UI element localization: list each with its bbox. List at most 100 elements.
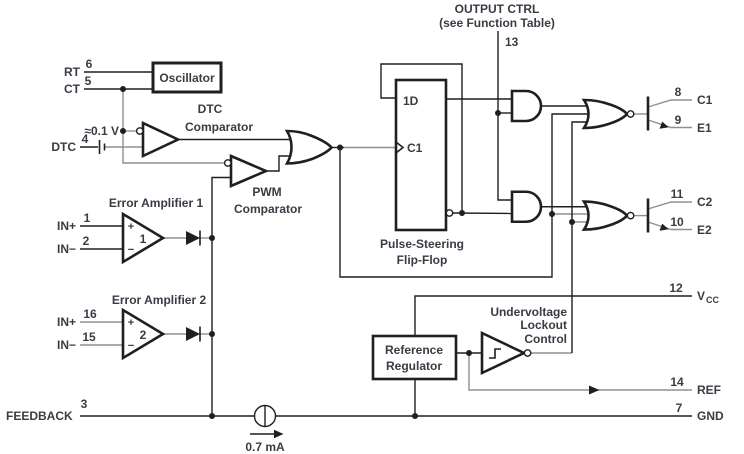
oscillator-box (151, 61, 223, 94)
error-amp1-triangle (121, 211, 166, 265)
labels: RT 6 CT 5 ≈0.1 V DTC 4 IN+ 1 IN− 2 IN+ 1… (6, 2, 724, 454)
sawtooth-wire (122, 89, 224, 164)
emitter-arrow-icon (659, 121, 669, 129)
ff-feedback-loop (380, 63, 463, 213)
schmitt-trigger-icon (489, 348, 501, 359)
t2-emitter-wire (647, 221, 692, 231)
pin-c2-number: 11 (671, 187, 684, 201)
gray-wires (80, 89, 692, 391)
pin-c2-label: C2 (697, 195, 713, 209)
battery-offset-icon (98, 140, 106, 154)
error-amp1-title: Error Amplifier 1 (109, 196, 204, 210)
flip-flop-title2: Flip-Flop (397, 253, 448, 267)
junction-dot (209, 413, 215, 419)
output-ctrl-title1: OUTPUT CTRL (455, 2, 540, 16)
pin-in1plus-number: 1 (84, 211, 91, 225)
junction-dot (120, 86, 126, 92)
current-source (250, 404, 284, 439)
junction-dot (209, 331, 215, 337)
pin-feedback-label: FEEDBACK (6, 409, 73, 423)
pin-in1minus-label: IN− (57, 242, 76, 256)
pwm-inverting-bubble (223, 159, 232, 167)
or-gate (284, 129, 334, 165)
junction-dot (495, 110, 501, 116)
flip-flop-box (394, 78, 448, 232)
uvlo-title2: Lockout (520, 318, 567, 332)
junction-dot (120, 128, 126, 134)
pin-gnd-number: 7 (676, 401, 683, 415)
pin-e1-number: 9 (675, 113, 682, 127)
pwm-comparator-triangle (229, 154, 270, 188)
pin-e2-number: 10 (670, 215, 684, 229)
ff-qbar-bubble (445, 209, 454, 217)
ref-wire (468, 353, 692, 391)
ea2-diode (186, 326, 201, 342)
pin-c1-label: C1 (697, 93, 713, 107)
pin-e2-label: E2 (697, 223, 712, 237)
pin-in1plus-label: IN+ (57, 219, 76, 233)
black-wires (80, 31, 692, 417)
junction-dot (412, 413, 418, 419)
pin-in2minus-label: IN− (57, 338, 76, 352)
pin-output-ctrl-number: 13 (505, 35, 519, 49)
current-arrow-head-icon (274, 429, 284, 439)
flip-flop-title1: Pulse-Steering (380, 237, 464, 251)
pin-ref-number: 14 (670, 375, 684, 389)
sink-current-label: 0.7 mA (245, 440, 285, 454)
uvlo-output-bubble (523, 349, 532, 357)
pin-dtc-number: 4 (82, 132, 89, 146)
pwm-comparator-title2: Comparator (234, 202, 302, 216)
uvlo-rail (571, 121, 590, 353)
ea1-diode (186, 230, 201, 246)
pin-ct-label: CT (64, 82, 81, 96)
pin-rt-number: 6 (86, 57, 93, 71)
pwm-comp-out-wire (266, 155, 290, 172)
reference-regulator-title1: Reference (385, 343, 443, 357)
error-amp2-minus: − (128, 340, 134, 352)
error-amp1-minus: − (128, 244, 134, 256)
output-transistor-2 (646, 198, 669, 233)
offset-voltage-label: ≈0.1 V (84, 124, 119, 138)
output-ctrl-title2: (see Function Table) (439, 16, 555, 30)
and-gate-2 (510, 190, 543, 224)
error-amp2-title: Error Amplifier 2 (112, 293, 207, 307)
diode-triangle (186, 231, 200, 245)
error-amp2-plus: + (128, 317, 134, 329)
pin-gnd-label: GND (697, 409, 724, 423)
oscillator-label: Oscillator (159, 71, 215, 85)
pin-vcc-label-sub: CC (706, 295, 719, 305)
pin-vcc-number: 12 (669, 281, 683, 295)
pin-in2minus-number: 15 (82, 330, 96, 344)
diode-triangle (186, 327, 200, 341)
uvlo-title3: Control (524, 332, 567, 346)
pwm-rail (339, 113, 590, 278)
clock-wedge-icon (395, 141, 405, 154)
pin-ct-number: 5 (85, 74, 92, 88)
ea-common-rail (211, 176, 233, 416)
junction-dot (459, 210, 465, 216)
error-amp1-plus: + (128, 221, 134, 233)
pin-c1-number: 8 (675, 85, 682, 99)
reference-regulator-title2: Regulator (386, 359, 442, 373)
nor-gate-2 (581, 200, 629, 231)
dtc-inverting-bubble (135, 127, 144, 135)
ref-arrow-icon (589, 385, 600, 395)
nor-gate-1 (581, 98, 629, 130)
nor2-output-bubble (626, 211, 635, 220)
pin-in2plus-number: 16 (83, 307, 97, 321)
flip-flop-d-label: 1D (403, 94, 419, 108)
uvlo-title1: Undervoltage (490, 305, 567, 319)
junction-dot (549, 211, 555, 217)
pwm-comparator-title1: PWM (252, 185, 281, 199)
dtc-comparator-title2: Comparator (185, 120, 253, 134)
error-amp1-gain: 1 (140, 232, 147, 246)
pin-in2plus-label: IN+ (57, 315, 76, 329)
error-amp2-gain: 2 (140, 328, 147, 342)
junction-dot (466, 350, 472, 356)
t1-collector-wire (647, 99, 692, 108)
junction-dots (120, 86, 575, 419)
pin-in1minus-number: 2 (83, 234, 90, 248)
reference-regulator-box (371, 334, 458, 381)
pin-dtc-label: DTC (51, 140, 76, 154)
